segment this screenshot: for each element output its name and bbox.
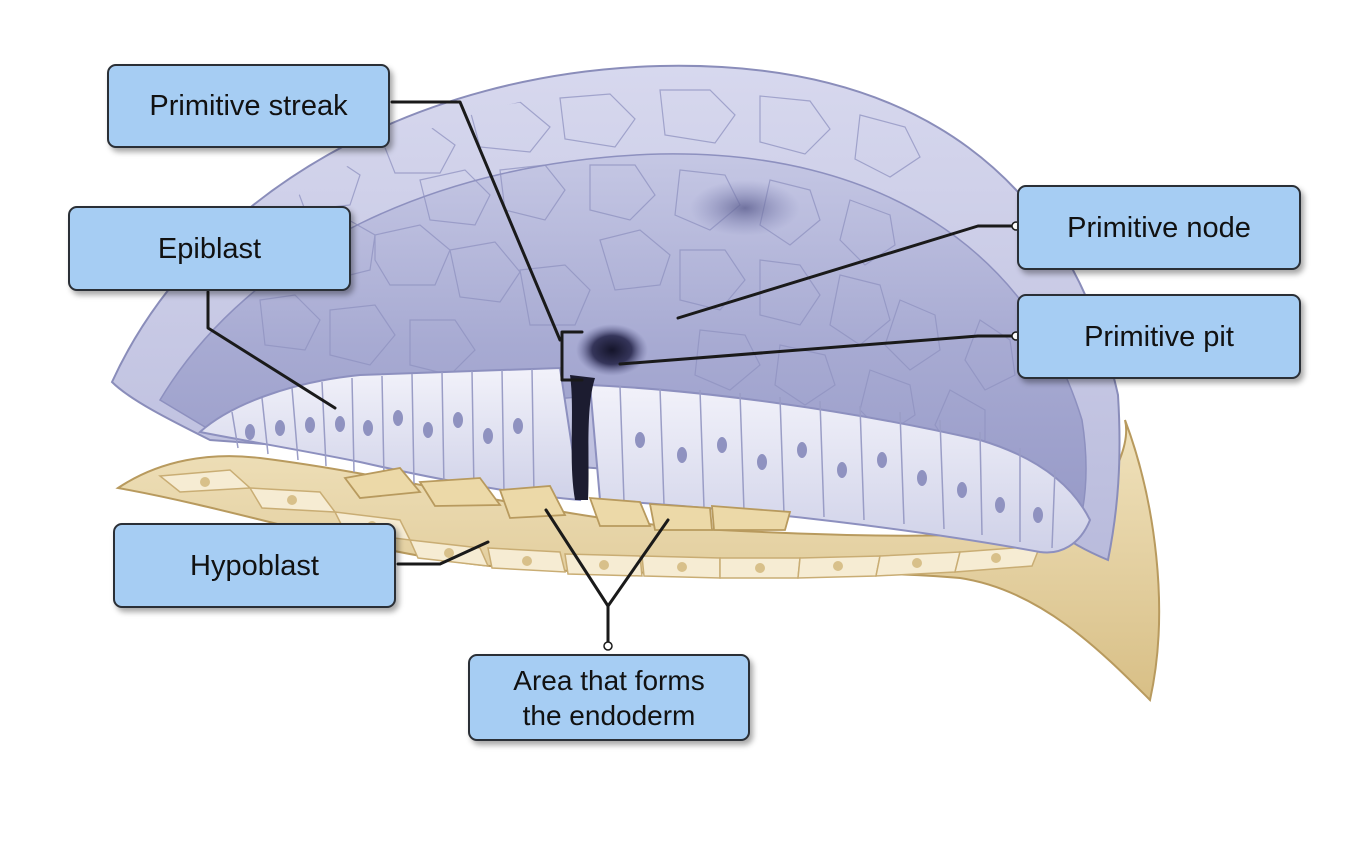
primitive-pit-shading [576,324,648,376]
label-hypoblast[interactable]: Hypoblast [113,523,396,608]
label-primitive-pit[interactable]: Primitive pit [1017,294,1301,379]
epiblast-cell-layer [197,366,582,502]
label-primitive-node[interactable]: Primitive node [1017,185,1301,270]
leader-primitive-node [676,224,1018,320]
primitive-groove [570,375,595,500]
hypoblast-nuclei [200,477,1001,573]
epiblast-nuclei-left [245,410,523,444]
leader-epiblast [206,290,337,410]
leader-hypoblast [396,540,490,566]
leader-lines [206,100,1018,644]
epiblast-columns-right [619,385,1056,549]
label-epiblast[interactable]: Epiblast [68,206,351,291]
primitive-node-shading [690,180,800,236]
ingressing-cells [343,467,792,531]
leader-primitive-pit [618,334,1018,366]
hypoblast-cells [158,469,1042,579]
label-endoderm-area[interactable]: Area that forms the endoderm [468,654,750,741]
streak-bracket [560,330,584,382]
label-primitive-streak[interactable]: Primitive streak [107,64,390,148]
leader-primitive-streak [390,100,562,342]
leader-endoderm-right [606,518,670,608]
epiblast-nuclei-right [635,432,1043,523]
epiblast-columns-left [231,368,535,497]
